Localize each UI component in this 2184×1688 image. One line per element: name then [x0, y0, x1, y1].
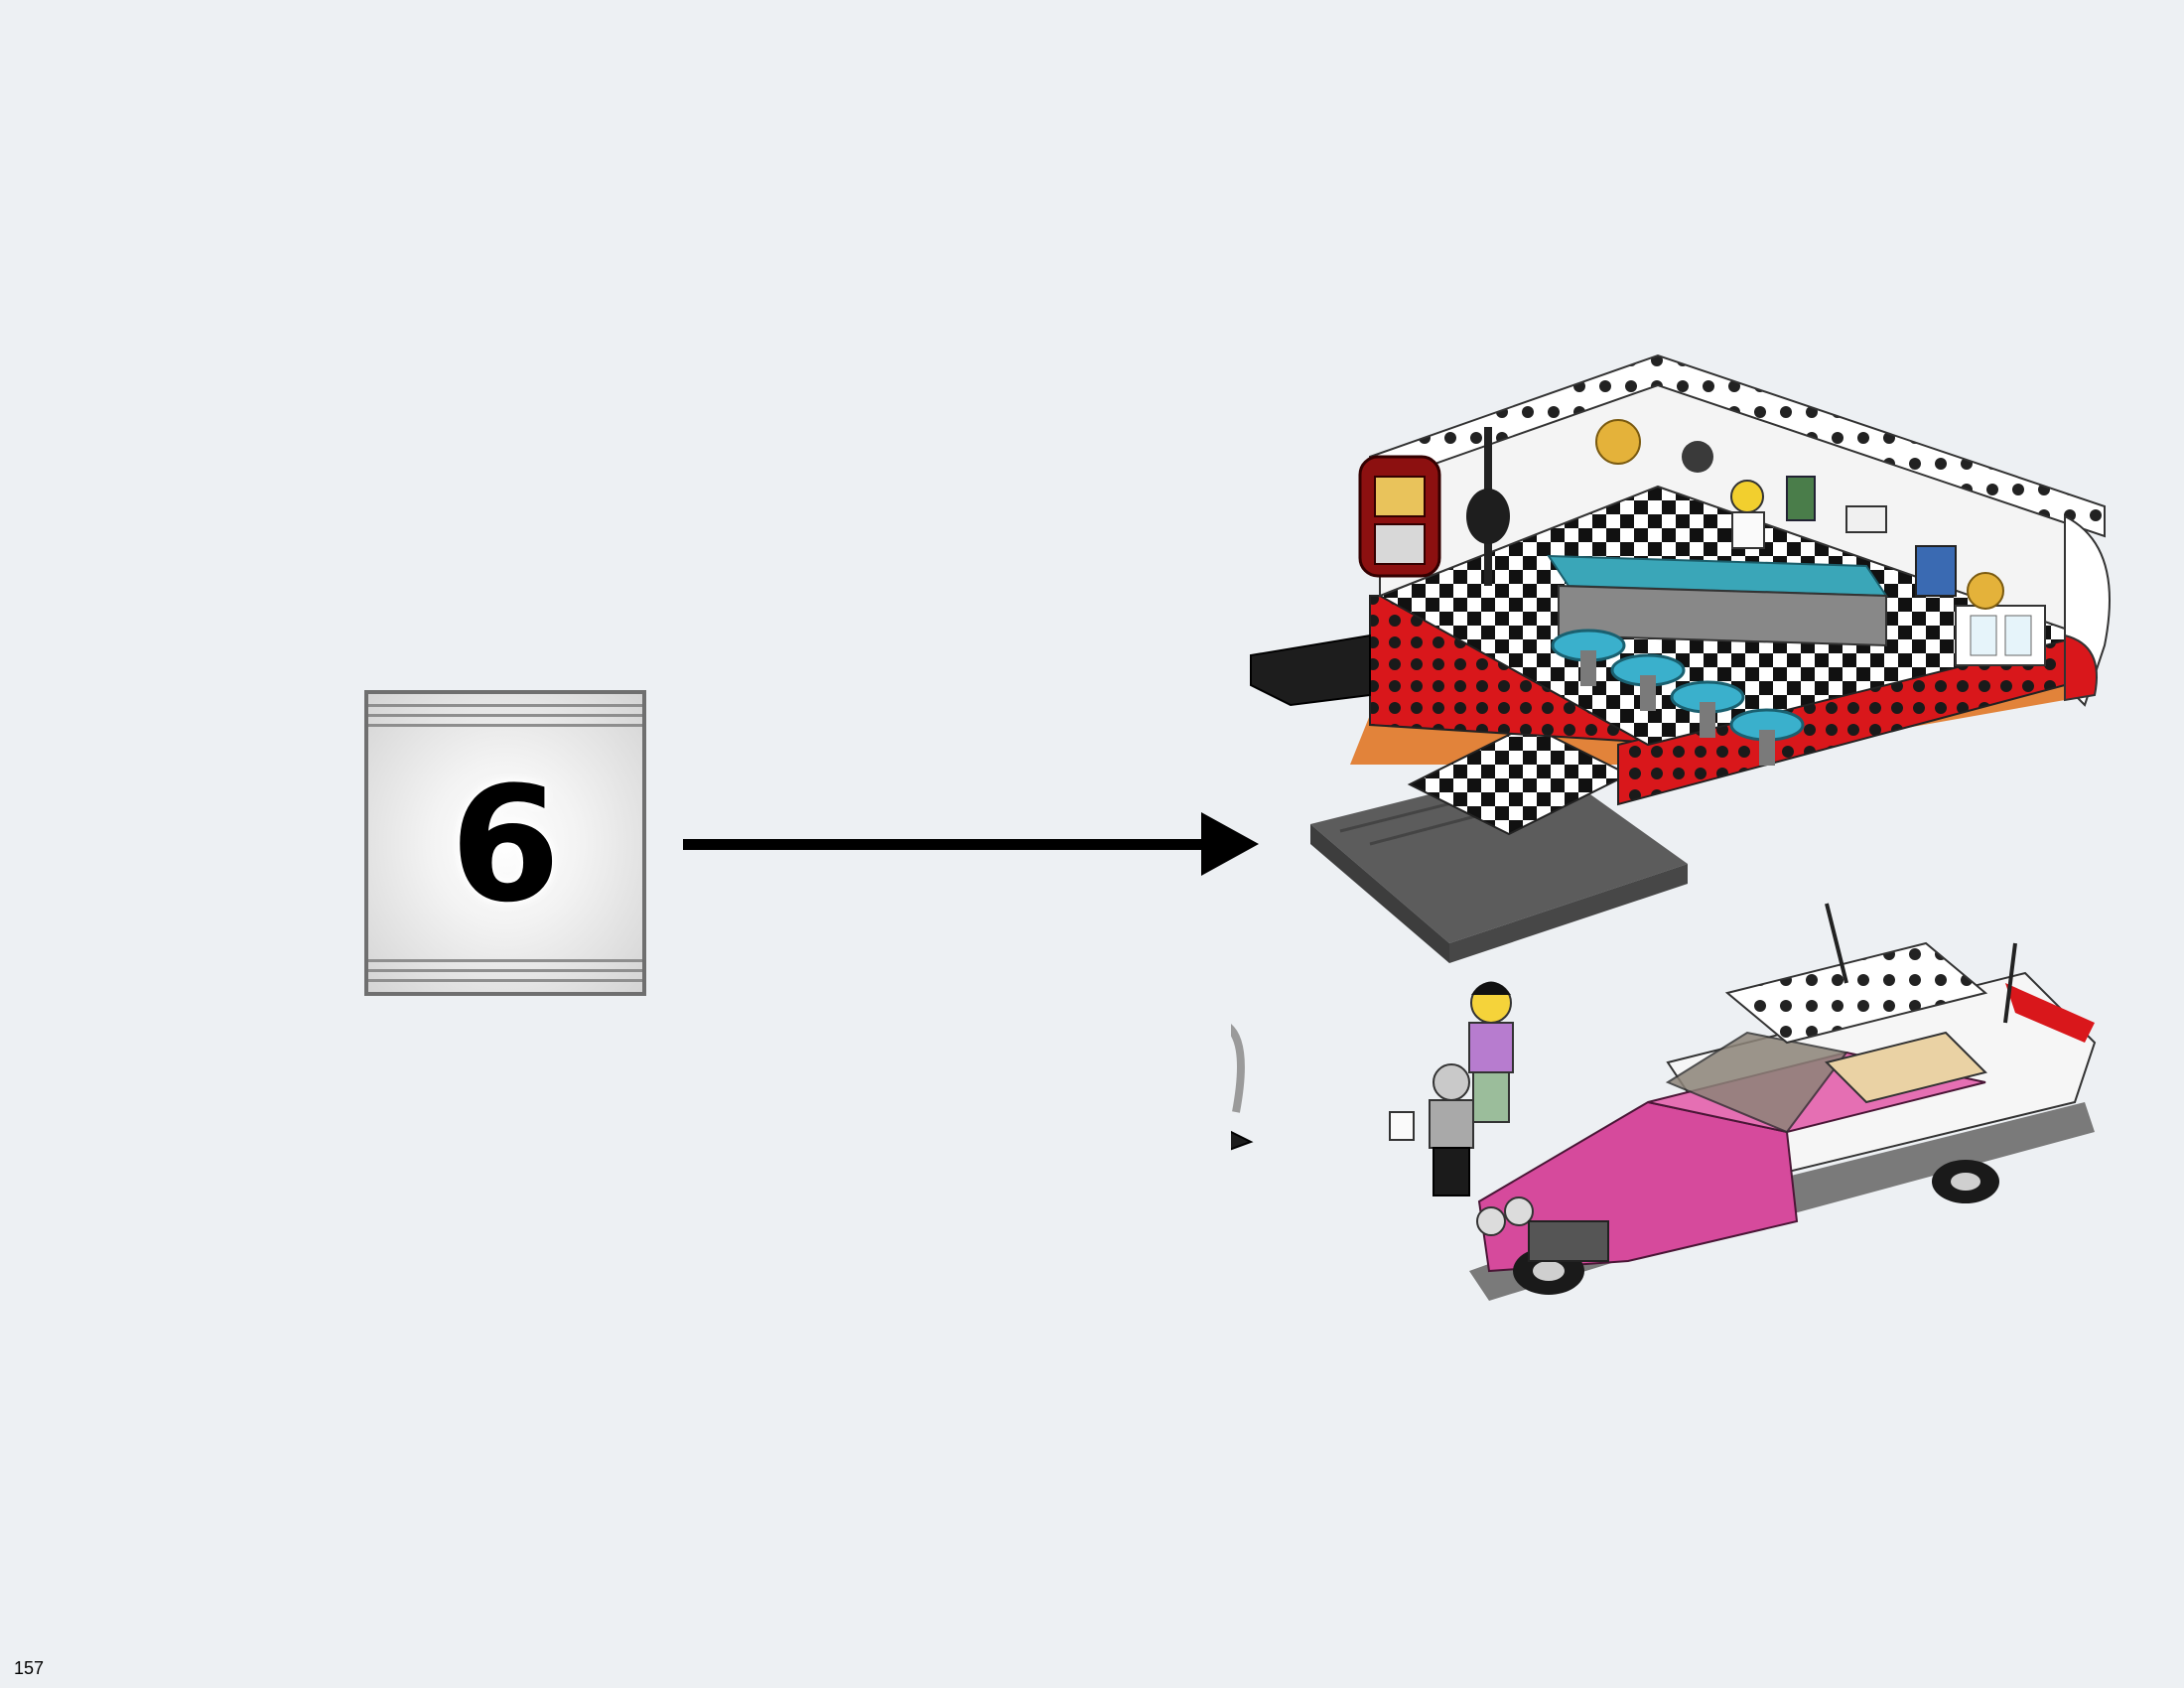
- gas-pump: [1231, 1024, 1254, 1151]
- badge-stripe: [368, 959, 642, 962]
- pink-car: [1469, 903, 2097, 1301]
- badge-stripe: [368, 704, 642, 707]
- badge-stripe: [368, 979, 642, 982]
- badge-stripe: [368, 714, 642, 717]
- badge-stripe: [368, 724, 642, 727]
- arrow-line: [683, 839, 1219, 850]
- model-illustration: [1231, 353, 2111, 1301]
- page-number: 157: [14, 1658, 45, 1678]
- diner-model: [1250, 353, 2111, 963]
- arrow-head-icon: [1201, 812, 1259, 876]
- jukebox: [1358, 455, 1441, 578]
- stools: [1551, 629, 1805, 766]
- badge-stripe: [368, 969, 642, 972]
- minifigures: [1389, 981, 1514, 1196]
- bag-number: 6: [450, 752, 561, 937]
- bag-number-badge: 6: [364, 690, 646, 996]
